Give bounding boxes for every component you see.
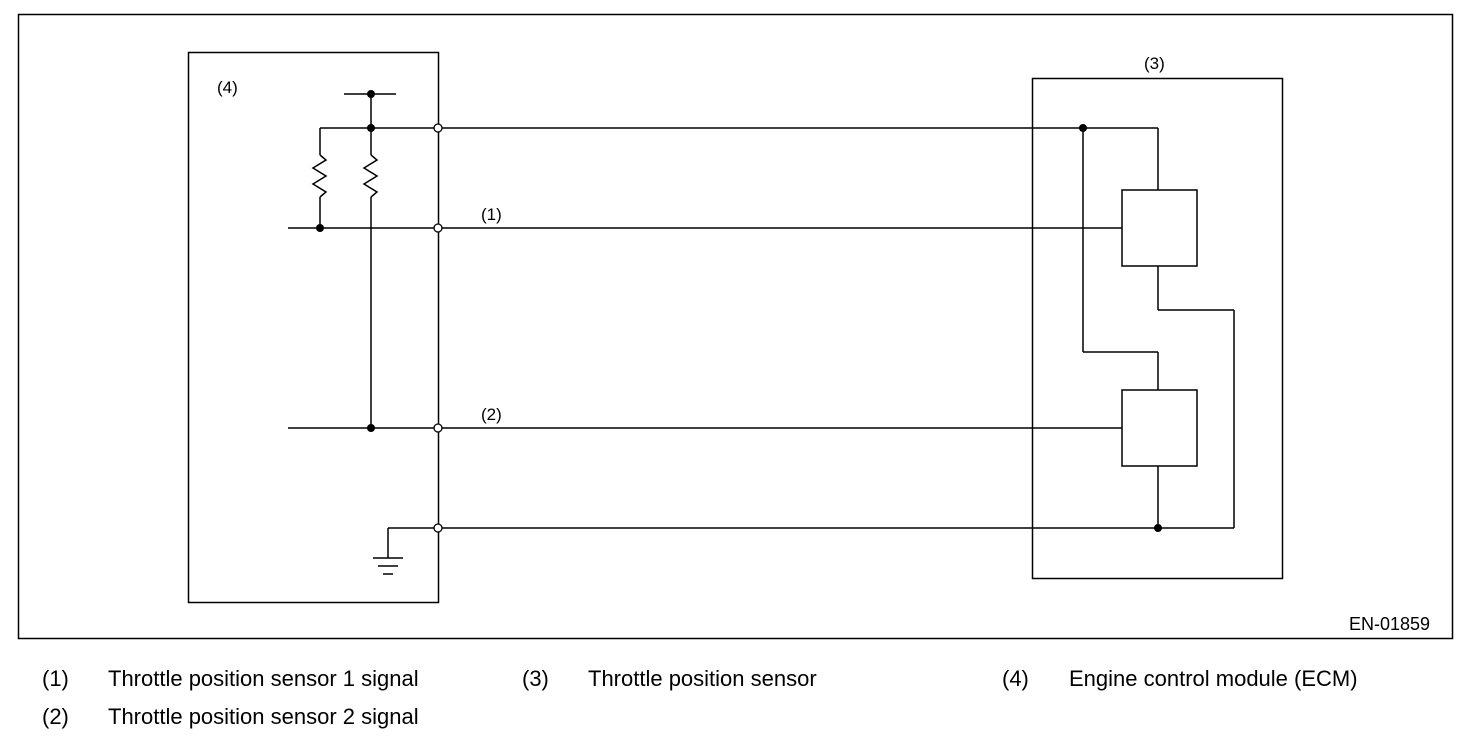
legend-number: (2): [42, 704, 69, 729]
ground-symbol: [373, 527, 438, 575]
power-supply-symbol: [320, 93, 438, 129]
diagram-frame: [17, 13, 1454, 640]
legend-text: Throttle position sensor: [588, 666, 817, 691]
legend-number: (1): [42, 666, 69, 691]
pull-up-resistor-1: [311, 128, 328, 228]
sensor-element-2: [1121, 389, 1198, 467]
signal-2-label: (2): [481, 405, 502, 424]
sensor-element-1: [1121, 189, 1198, 267]
ecm-input-lines: [288, 227, 438, 429]
legend-text: Throttle position sensor 1 signal: [108, 666, 419, 691]
sensor-label: (3): [1144, 54, 1165, 73]
legend-text: Engine control module (ECM): [1069, 666, 1358, 691]
figure-code: EN-01859: [1349, 614, 1430, 634]
connector-terminals: [433, 123, 443, 533]
pull-up-resistor-2: [362, 128, 379, 428]
ecm-box: [187, 51, 440, 604]
harness-wires: [438, 127, 1234, 529]
signal-1-label: (1): [481, 205, 502, 224]
junction-dots: [316, 90, 1162, 532]
legend-number: (4): [1002, 666, 1029, 691]
legend-number: (3): [522, 666, 549, 691]
ecm-label: (4): [217, 78, 238, 97]
legend-text: Throttle position sensor 2 signal: [108, 704, 419, 729]
sensor-internal-wiring: [1082, 128, 1235, 528]
sensor-box: [1031, 77, 1284, 580]
